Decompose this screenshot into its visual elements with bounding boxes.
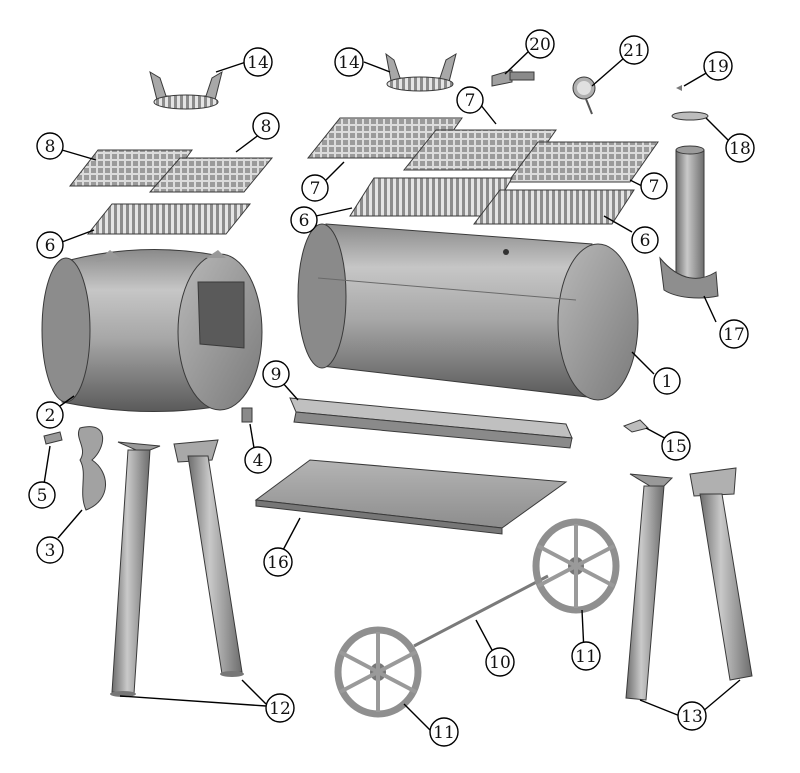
callout-9: 9	[262, 360, 290, 388]
charcoal-basket-right	[385, 52, 457, 92]
bracket-5	[43, 431, 63, 445]
front-shelf	[289, 397, 573, 449]
leg-left-rear	[173, 439, 244, 677]
callout-label: 1	[662, 372, 673, 392]
callout-label: 6	[45, 236, 56, 256]
callout-5: 5	[28, 481, 56, 509]
damper-handle	[491, 69, 535, 87]
callout-16: 16	[263, 547, 293, 577]
callout-4: 4	[244, 446, 272, 474]
cooking-grate-small-right	[148, 157, 274, 193]
leg-left-front	[110, 441, 161, 697]
callout-label: 6	[299, 211, 310, 231]
callout-15: 15	[661, 431, 691, 461]
callout-label: 14	[338, 53, 360, 73]
callout-label: 17	[723, 325, 745, 345]
callout-label: 21	[623, 41, 645, 61]
callout-3: 3	[36, 536, 64, 564]
callout-8-right: 8	[252, 112, 280, 140]
callout-19: 19	[703, 51, 733, 81]
bottom-shelf	[254, 459, 568, 535]
callout-label: 15	[665, 437, 687, 457]
callout-label: 5	[37, 486, 48, 506]
callout-label: 14	[247, 53, 269, 73]
callout-label: 8	[261, 117, 272, 137]
callout-label: 18	[729, 139, 751, 159]
smokestack	[659, 145, 719, 299]
callout-label: 6	[640, 231, 651, 251]
callout-11-upper: 11	[571, 641, 601, 671]
callout-2: 2	[36, 401, 64, 429]
callout-label: 7	[310, 179, 321, 199]
callout-label: 13	[681, 707, 703, 727]
callout-14-left: 14	[243, 47, 273, 77]
callout-label: 7	[649, 177, 660, 197]
main-cooking-chamber	[297, 223, 639, 401]
callout-label: 4	[253, 451, 264, 471]
callout-7-left: 7	[301, 174, 329, 202]
hook-15	[622, 419, 649, 433]
callout-label: 11	[433, 723, 455, 743]
bracket-4	[241, 407, 253, 423]
callout-12: 12	[265, 693, 295, 723]
leg-right-rear	[689, 467, 753, 681]
callout-13: 13	[677, 701, 707, 731]
callout-label: 11	[575, 647, 597, 667]
callout-20: 20	[525, 29, 555, 59]
callout-21: 21	[619, 35, 649, 65]
leader-lines	[43, 49, 741, 731]
callout-7-top: 7	[456, 86, 484, 114]
callout-8-left: 8	[36, 132, 64, 160]
callout-7-right: 7	[640, 172, 668, 200]
firebox	[41, 248, 263, 412]
callout-6-left: 6	[36, 231, 64, 259]
callout-17: 17	[719, 319, 749, 349]
callout-label: 8	[45, 137, 56, 157]
stack-cap	[671, 111, 709, 121]
callout-6-right: 6	[631, 226, 659, 254]
charcoal-basket-left	[149, 70, 223, 110]
leg-right-front	[625, 473, 674, 701]
callout-18: 18	[725, 133, 755, 163]
callout-label: 3	[45, 541, 56, 561]
wheel-lower	[334, 626, 422, 718]
callout-label: 9	[271, 365, 282, 385]
charcoal-grate-left	[86, 203, 252, 235]
stack-bolt	[676, 85, 682, 91]
callout-label: 10	[489, 653, 511, 673]
callout-label: 20	[529, 35, 551, 55]
callout-14-right: 14	[334, 47, 364, 77]
firebox-damper	[78, 426, 106, 511]
callout-6-mid: 6	[290, 206, 318, 234]
axle	[413, 574, 549, 648]
wheel-upper	[532, 518, 620, 614]
cooking-grate-large-3	[507, 141, 659, 183]
callout-label: 7	[465, 91, 476, 111]
callout-10: 10	[485, 647, 515, 677]
callout-label: 2	[45, 406, 56, 426]
callout-label: 16	[267, 553, 289, 573]
callout-1: 1	[653, 367, 681, 395]
callout-label: 12	[269, 699, 291, 719]
charcoal-grate-right	[472, 189, 635, 225]
temperature-gauge	[572, 76, 596, 115]
callout-label: 19	[707, 57, 729, 77]
callout-11-lower: 11	[429, 717, 459, 747]
